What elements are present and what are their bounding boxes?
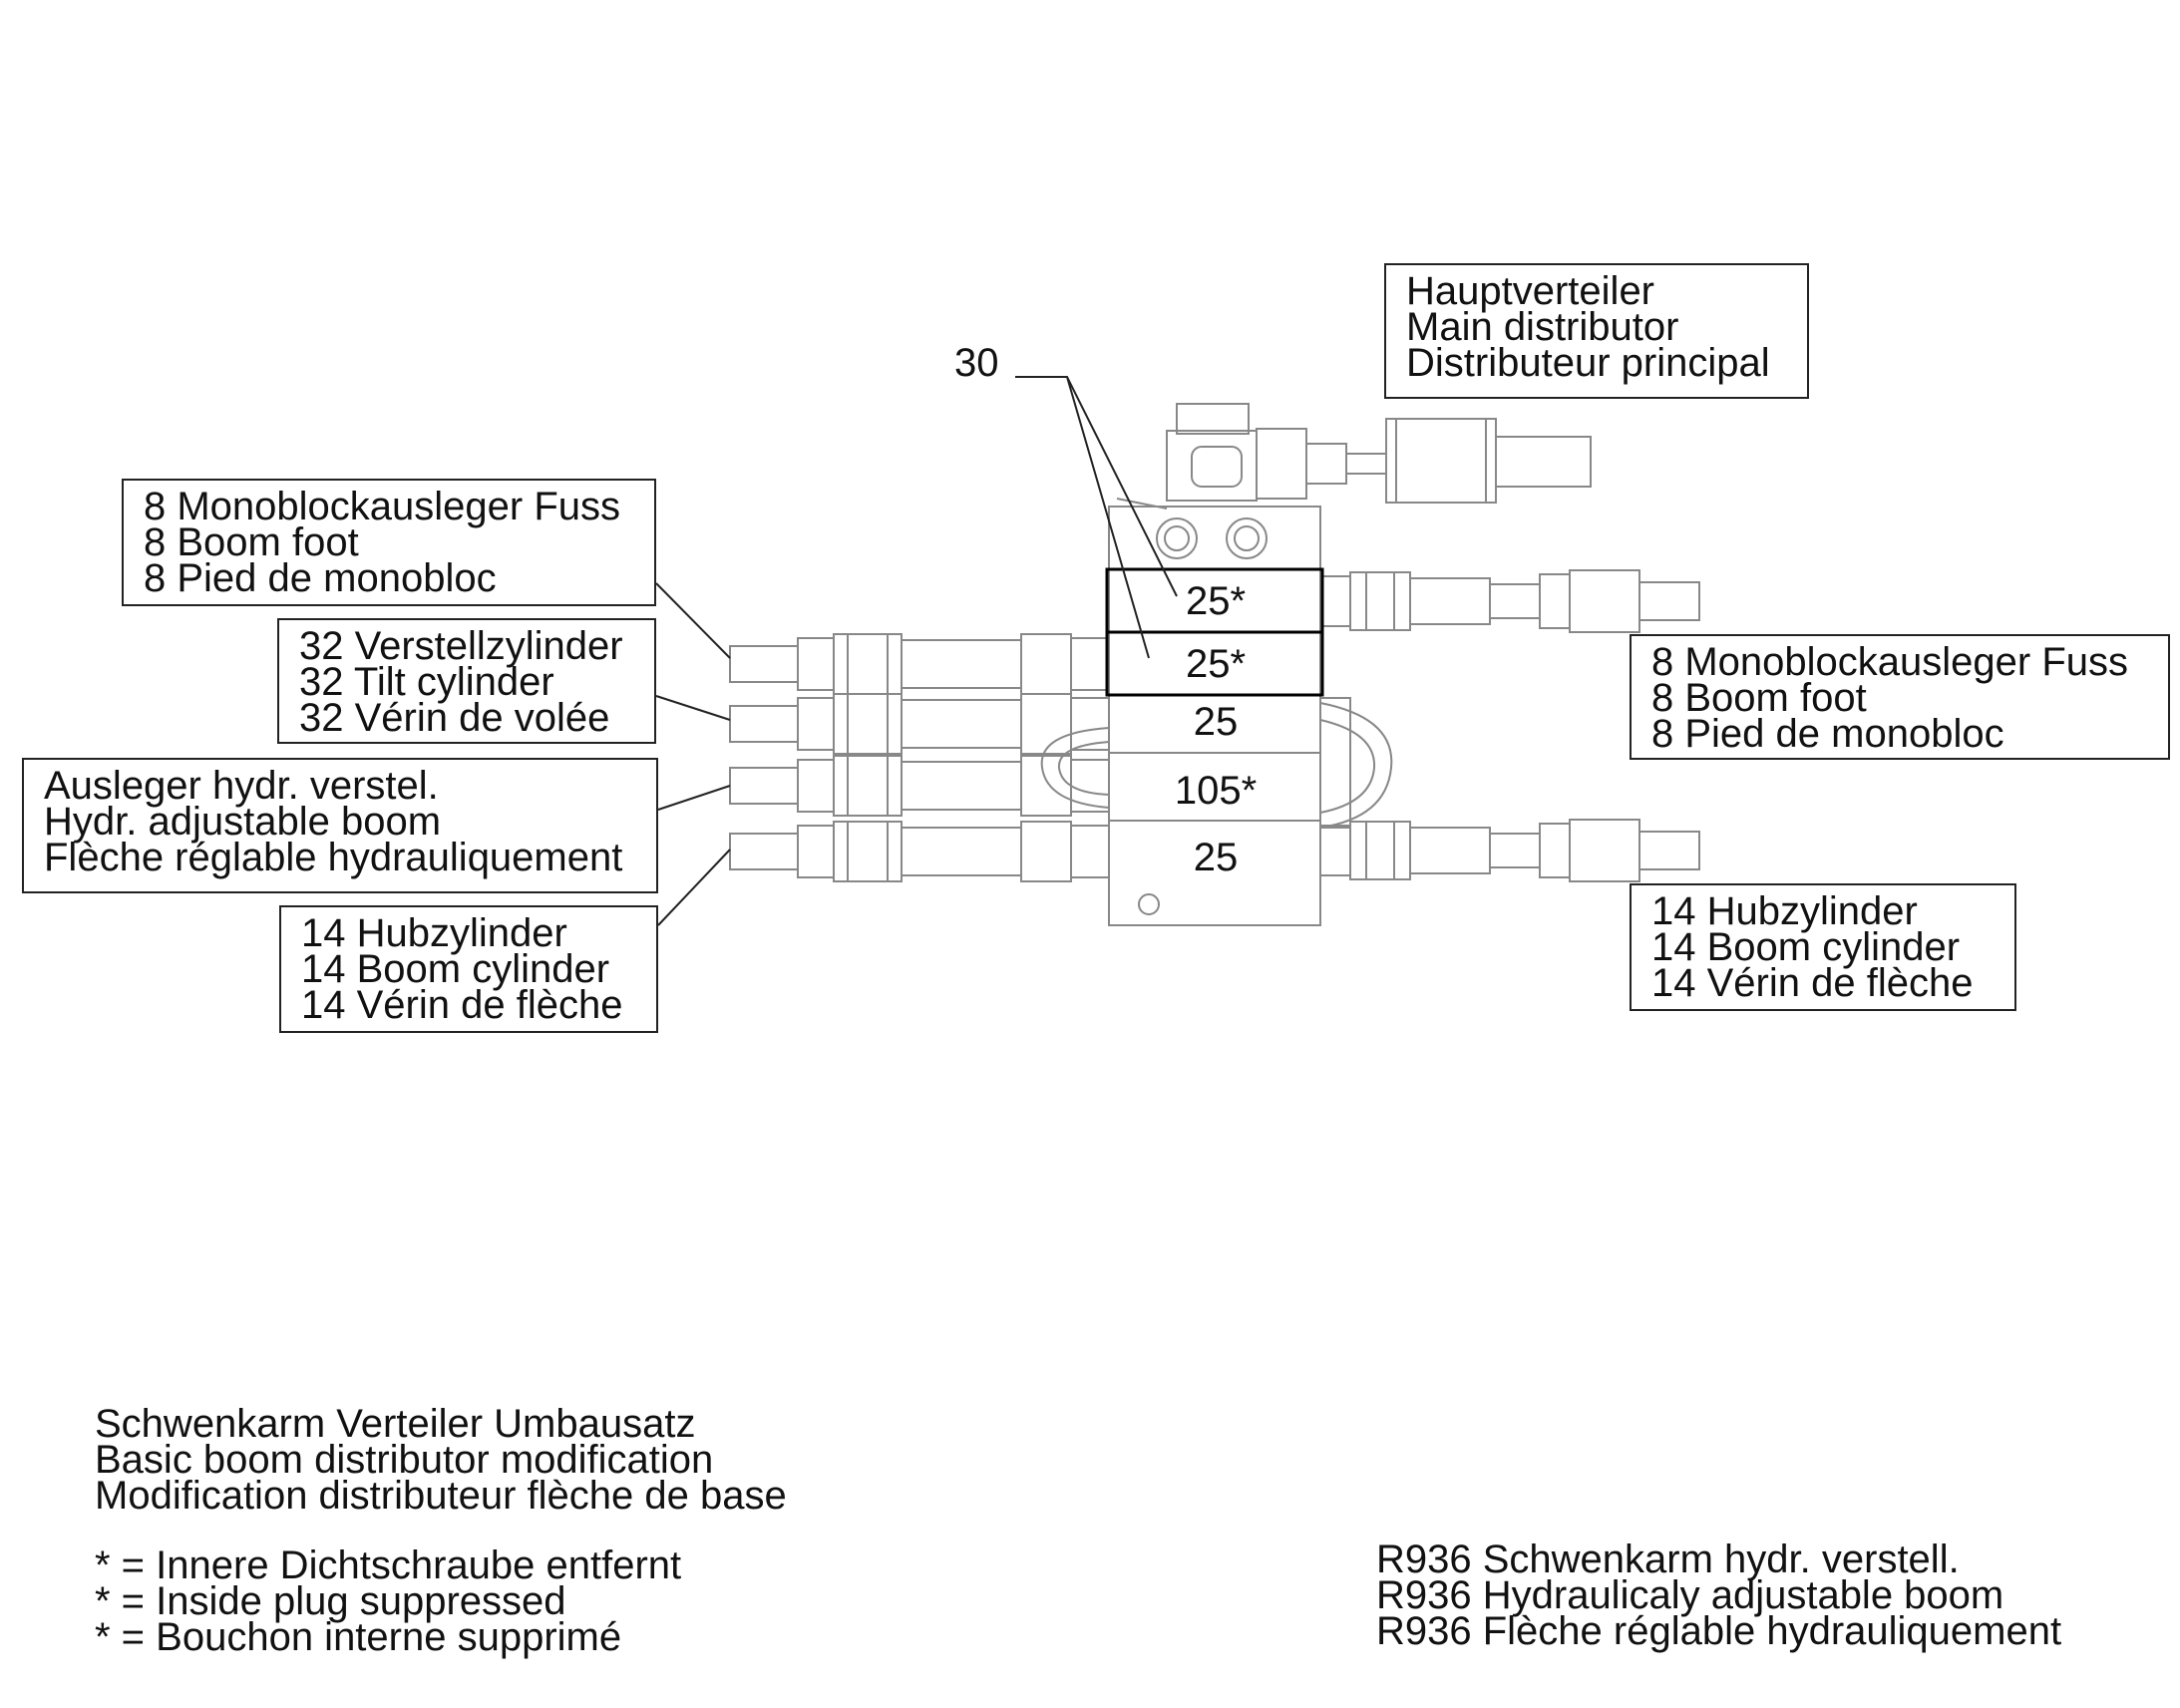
right-boom-foot-fr: 8 Pied de monobloc [1651, 712, 2004, 756]
main-distributor-fitting [1116, 403, 1592, 510]
left-adjustable-boom-fr: Flèche réglable hydrauliquement [44, 836, 623, 879]
model-designation: R936 Schwenkarm hydr. verstell. R936 Hyd… [1376, 1537, 2062, 1653]
left-adjustable-boom-label: Ausleger hydr. verstel. Hydr. adjustable… [22, 758, 658, 893]
section-row-2-frame [1105, 630, 1324, 697]
plug-note: * = Innere Dichtschraube entfernt * = In… [95, 1543, 682, 1659]
left-hose-row-3 [729, 755, 1110, 817]
right-boom-foot-de: 8 Monoblockausleger Fuss [1651, 640, 2129, 684]
left-boom-cylinder-fr: 14 Vérin de flèche [301, 983, 623, 1027]
right-boom-cylinder-fr: 14 Vérin de flèche [1651, 961, 1974, 1005]
drawing-title: Schwenkarm Verteiler Umbausatz Basic boo… [95, 1402, 787, 1518]
section-value-4: 105* [1174, 769, 1258, 813]
left-hose-row-1 [729, 633, 1110, 695]
left-boom-cylinder-de: 14 Hubzylinder [301, 911, 567, 955]
right-boom-foot-label: 8 Monoblockausleger Fuss 8 Boom foot 8 P… [1630, 634, 2170, 760]
plug-note-en: * = Inside plug suppressed [95, 1579, 566, 1623]
leader-left-adjustable [657, 785, 731, 811]
callout-30-leader [1015, 376, 1178, 597]
right-boom-cylinder-de: 14 Hubzylinder [1651, 889, 1918, 933]
left-boom-foot-label: 8 Monoblockausleger Fuss 8 Boom foot 8 P… [122, 479, 656, 606]
model-designation-de: R936 Schwenkarm hydr. verstell. [1376, 1537, 1960, 1581]
left-adjustable-boom-de: Ausleger hydr. verstel. [44, 764, 439, 808]
main-distributor-label: Hauptverteiler Main distributor Distribu… [1384, 263, 1809, 399]
leader-left-tilt [655, 695, 731, 721]
section-value-3: 25 [1193, 700, 1239, 744]
left-adjustable-boom-en: Hydr. adjustable boom [44, 800, 442, 844]
main-distributor-label-en: Main distributor [1406, 305, 1679, 349]
left-boom-foot-de: 8 Monoblockausleger Fuss [144, 485, 621, 528]
plug-note-fr: * = Bouchon interne supprimé [95, 1615, 622, 1659]
section-value-2: 25* [1185, 642, 1247, 686]
main-distributor-label-de: Hauptverteiler [1406, 269, 1655, 313]
left-boom-cylinder-en: 14 Boom cylinder [301, 947, 610, 991]
section-value-1: 25* [1185, 579, 1247, 623]
drawing-title-en: Basic boom distributor modification [95, 1438, 714, 1482]
right-boom-cylinder-label: 14 Hubzylinder 14 Boom cylinder 14 Vérin… [1630, 883, 2016, 1011]
left-tilt-cylinder-de: 32 Verstellzylinder [299, 624, 623, 668]
left-loop-connector [1040, 727, 1110, 809]
left-tilt-cylinder-fr: 32 Vérin de volée [299, 696, 610, 740]
right-hose-upper [1319, 569, 1700, 633]
right-hose-lower [1319, 819, 1700, 882]
left-boom-foot-fr: 8 Pied de monobloc [144, 556, 497, 600]
leader-left-boom-cylinder [657, 849, 731, 926]
left-boom-cylinder-label: 14 Hubzylinder 14 Boom cylinder 14 Vérin… [279, 905, 658, 1033]
left-boom-foot-en: 8 Boom foot [144, 520, 359, 564]
left-tilt-cylinder-en: 32 Tilt cylinder [299, 660, 554, 704]
left-hose-row-2 [729, 693, 1110, 755]
drawing-title-de: Schwenkarm Verteiler Umbausatz [95, 1402, 696, 1446]
leader-left-boom-foot [655, 582, 731, 659]
main-distributor-label-fr: Distributeur principal [1406, 341, 1770, 385]
left-hose-row-4 [729, 821, 1110, 882]
right-boom-cylinder-en: 14 Boom cylinder [1651, 925, 1961, 969]
plug-note-de: * = Innere Dichtschraube entfernt [95, 1543, 682, 1587]
drawing-title-fr: Modification distributeur flèche de base [95, 1474, 787, 1518]
model-designation-en: R936 Hydraulicaly adjustable boom [1376, 1573, 2004, 1617]
callout-number: 30 [954, 341, 999, 385]
right-loop-connector [1319, 702, 1393, 829]
model-designation-fr: R936 Flèche réglable hydrauliquement [1376, 1609, 2062, 1653]
right-boom-foot-en: 8 Boom foot [1651, 676, 1867, 720]
left-tilt-cylinder-label: 32 Verstellzylinder 32 Tilt cylinder 32 … [277, 618, 656, 744]
section-value-5: 25 [1193, 836, 1239, 879]
